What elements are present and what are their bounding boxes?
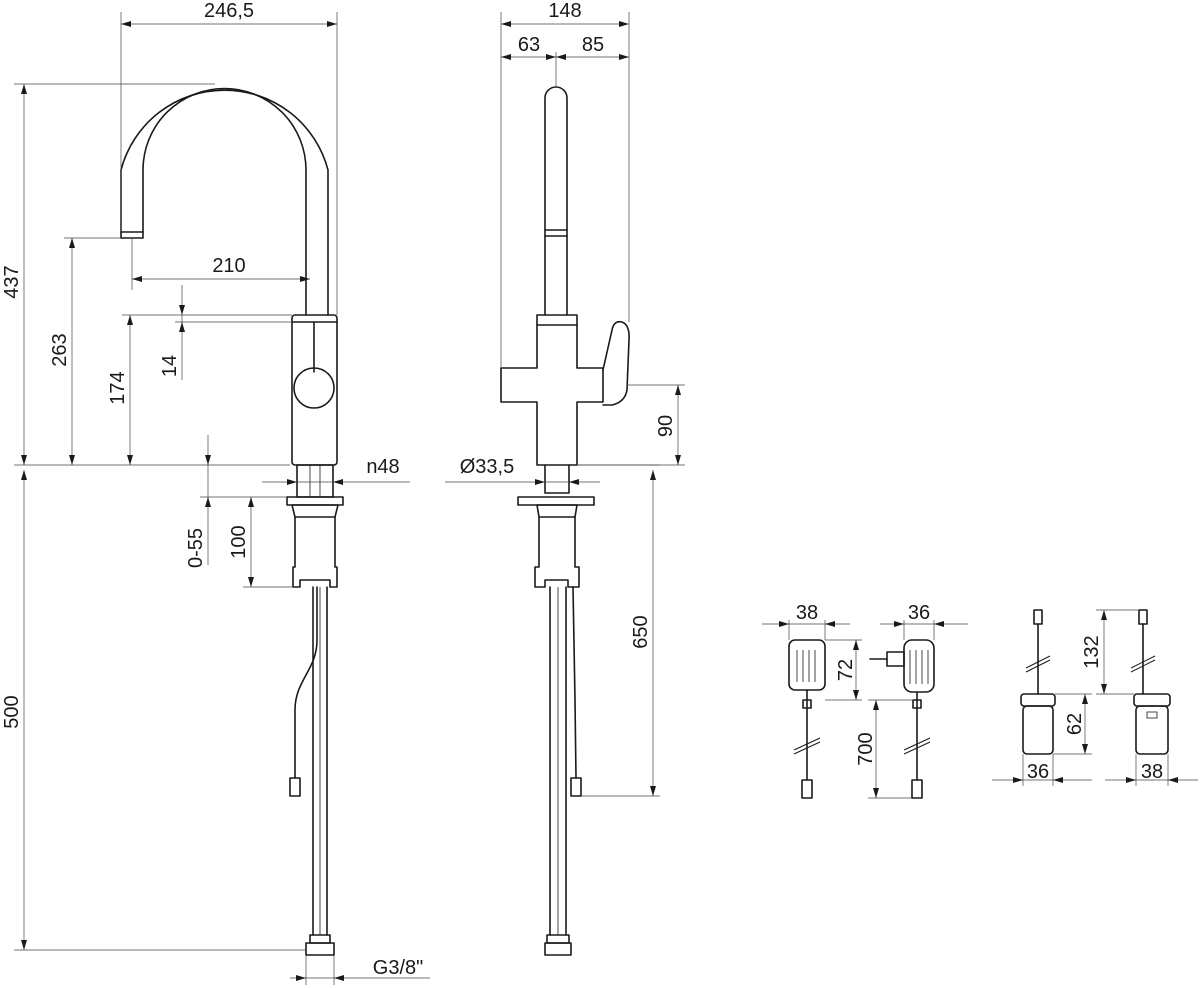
hose-connector (305, 942, 335, 956)
base-neck (296, 464, 334, 498)
dim-shank-length: 100 (228, 525, 250, 558)
dim-front-right: 85 (582, 34, 604, 56)
front-view-faucet (500, 86, 630, 956)
adapter-side (869, 639, 935, 799)
dim-box-cable: 132 (1081, 635, 1103, 668)
dim-deck-thickness: 0-55 (185, 528, 207, 568)
front-view-dimensions: 148 63 85 90 Ø33,5 650 (445, 0, 685, 797)
hose-fitting (309, 934, 331, 944)
dim-adapter2-width: 36 (908, 602, 930, 624)
control-box-dimensions: 132 62 36 38 (992, 609, 1198, 786)
dim-lever-height: 90 (655, 415, 677, 437)
dim-adapter-cable: 700 (855, 732, 877, 765)
dim-spout-height: 263 (49, 333, 71, 366)
dim-body-diameter: Ø33,5 (460, 456, 514, 478)
adapter-front (788, 639, 826, 799)
front-base-neck (544, 464, 570, 494)
dim-adapter-height: 72 (835, 659, 857, 681)
front-shank (534, 516, 580, 588)
sensor-plug (289, 777, 301, 797)
dim-front-left: 63 (518, 34, 540, 56)
handle-knob (293, 367, 335, 409)
side-view-dimensions: 246,5 437 210 263 174 14 (1, 0, 430, 985)
front-lever (602, 320, 630, 406)
dim-adapter1-width: 38 (796, 602, 818, 624)
dim-cable-length: 650 (630, 615, 652, 648)
control-box-2 (1130, 609, 1171, 755)
dim-side-width: 246,5 (204, 0, 254, 22)
dim-body-height: 174 (107, 371, 129, 404)
dim-spout-reach: 210 (212, 255, 245, 277)
base-nut (291, 504, 339, 518)
front-cable (572, 586, 577, 779)
dim-hose-length: 500 (1, 695, 23, 728)
sensor-cable (294, 586, 318, 779)
control-box-1 (1020, 609, 1056, 755)
front-collar (536, 314, 578, 326)
dim-box1-width: 36 (1027, 761, 1049, 783)
shank-body (292, 516, 338, 588)
front-body-cross (500, 324, 604, 466)
adapter-dimensions: 38 36 72 700 (762, 602, 968, 799)
dim-box2-width: 38 (1141, 761, 1163, 783)
front-nut (536, 504, 578, 518)
spout-tip (120, 231, 144, 239)
dim-total-height: 437 (1, 265, 23, 298)
front-sensor-plug (570, 777, 582, 797)
front-washer (517, 496, 595, 506)
dim-handle-offset: 14 (159, 355, 181, 377)
spout-outer (120, 89, 329, 316)
front-hose-connector (544, 942, 572, 956)
dim-connection: G3/8" (373, 957, 423, 979)
dim-box-height: 62 (1064, 713, 1086, 735)
base-washer (286, 496, 344, 506)
side-view-faucet (120, 87, 344, 956)
dim-base-diameter: n48 (366, 456, 399, 478)
front-hose-fitting (546, 934, 570, 944)
front-spout (544, 86, 568, 316)
dim-front-width: 148 (548, 0, 581, 22)
spout-inner (142, 87, 307, 316)
